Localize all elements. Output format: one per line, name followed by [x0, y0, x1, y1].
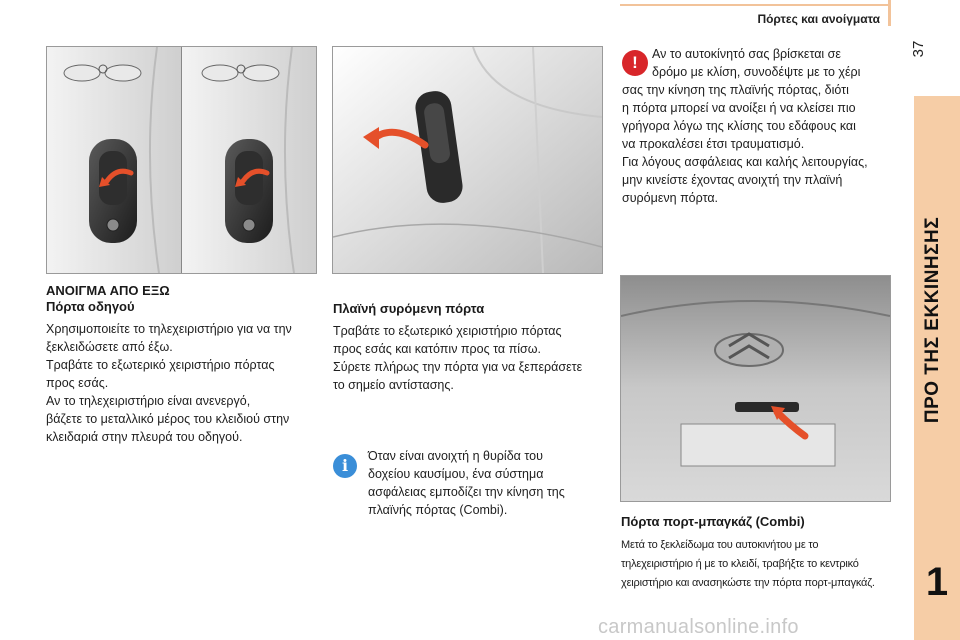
text-line: η πόρτα μπορεί να ανοίξει ή να κλείσει π… [622, 101, 856, 115]
section-heading-sliding-door: Πλαϊνή συρόμενη πόρτα [333, 301, 485, 316]
text-line: συρόμενη πόρτα. [622, 191, 719, 205]
warning-note-intro: Αν το αυτοκίνητό σας βρίσκεται σε δρόμο … [652, 45, 887, 81]
text-line: προς εσάς. [46, 376, 109, 390]
car-interior-icon-right [201, 64, 280, 82]
page-header-title: Πόρτες και ανοίγματα [757, 12, 880, 26]
info-note-text: Όταν είναι ανοιχτή η θυρίδα του δοχείου … [368, 447, 608, 519]
text-line: δρόμο με κλίση, συνοδέψτε με το χέρι [652, 65, 861, 79]
chapter-tab [914, 96, 960, 640]
text-line: πλαϊνής πόρτας (Combi). [368, 503, 508, 517]
car-interior-icon-left [63, 64, 142, 82]
text-line: Αν το αυτοκίνητό σας βρίσκεται σε [652, 47, 841, 61]
watermark: carmanualsonline.info [598, 616, 799, 638]
text-line: Μετά το ξεκλείδωμα του αυτοκινήτου με το [621, 539, 819, 551]
chapter-number: 1 [925, 560, 949, 604]
driver-door-handles-illustration [46, 46, 317, 274]
warning-note-text: σας την κίνηση της πλαϊνής πόρτας, διότι… [622, 81, 892, 207]
text-line: Τραβάτε το εξωτερικό χειριστήριο πόρτας [333, 324, 562, 338]
text-line: Για λόγους ασφάλειας και καλής λειτουργί… [622, 155, 868, 169]
text-line: γρήγορα λόγω της κλίσης του εδάφους και [622, 119, 856, 133]
chapter-title: ΠΡΟ ΤΗΣ ΕΚΚΙΝΗΣΗΣ [922, 216, 943, 424]
tailgate-handle-illustration [620, 275, 891, 502]
text-line: Σύρετε πλήρως την πόρτα για να ξεπεράσετ… [333, 360, 583, 374]
sliding-door-text: Τραβάτε το εξωτερικό χειριστήριο πόρτας … [333, 322, 608, 394]
tailgate-text: Μετά το ξεκλείδωμα του αυτοκινήτου με το… [621, 536, 891, 593]
text-line: Τραβάτε το εξωτερικό χειριστήριο πόρτας [46, 358, 275, 372]
warning-icon: ! [622, 50, 648, 76]
page-number: 37 [910, 40, 927, 58]
text-line: κλειδαριά στην πλευρά του οδηγού. [46, 430, 243, 444]
text-line: δοχείου καυσίμου, ένα σύστημα [368, 467, 544, 481]
text-line: σας την κίνηση της πλαϊνής πόρτας, διότι [622, 83, 849, 97]
section-heading-tailgate: Πόρτα πορτ-μπαγκάζ (Combi) [621, 514, 805, 529]
text-line: να προκαλέσει έτσι τραυματισμό. [622, 137, 805, 151]
text-line: προς εσάς και κατόπιν προς τα πίσω. [333, 342, 541, 356]
chapter-tab-margin [899, 96, 914, 640]
chapter-title-wrap: ΠΡΟ ΤΗΣ ΕΚΚΙΝΗΣΗΣ [913, 217, 953, 423]
header-tick [888, 0, 891, 26]
text-line: Χρησιμοποιείτε το τηλεχειριστήριο για να… [46, 322, 292, 336]
text-line: τηλεχειριστήριο ή με το κλειδί, τραβήξτε… [621, 558, 859, 570]
text-line: μην κινείστε έχοντας ανοιχτή την πλαϊνή [622, 173, 843, 187]
section-heading-opening-outside: ΑΝΟΙΓΜΑ ΑΠΟ ΕΞΩ [46, 283, 170, 298]
text-line: βάζετε το μεταλλικό μέρος του κλειδιού σ… [46, 412, 290, 426]
text-line: ξεκλειδώσετε από έξω. [46, 340, 173, 354]
text-line: ασφάλειας εμποδίζει την κίνηση της [368, 485, 565, 499]
section-heading-driver-door: Πόρτα οδηγού [46, 299, 135, 314]
text-line: Αν το τηλεχειριστήριο είναι ανενεργό, [46, 394, 251, 408]
info-icon: i [333, 454, 357, 478]
text-line: χειριστήριο και ανασηκώστε την πόρτα πορ… [621, 577, 875, 589]
header-rule [620, 4, 890, 6]
sliding-door-handle-illustration [332, 46, 603, 274]
text-line: το σημείο αντίστασης. [333, 378, 454, 392]
driver-door-text: Χρησιμοποιείτε το τηλεχειριστήριο για να… [46, 320, 326, 446]
text-line: Όταν είναι ανοιχτή η θυρίδα του [368, 449, 543, 463]
